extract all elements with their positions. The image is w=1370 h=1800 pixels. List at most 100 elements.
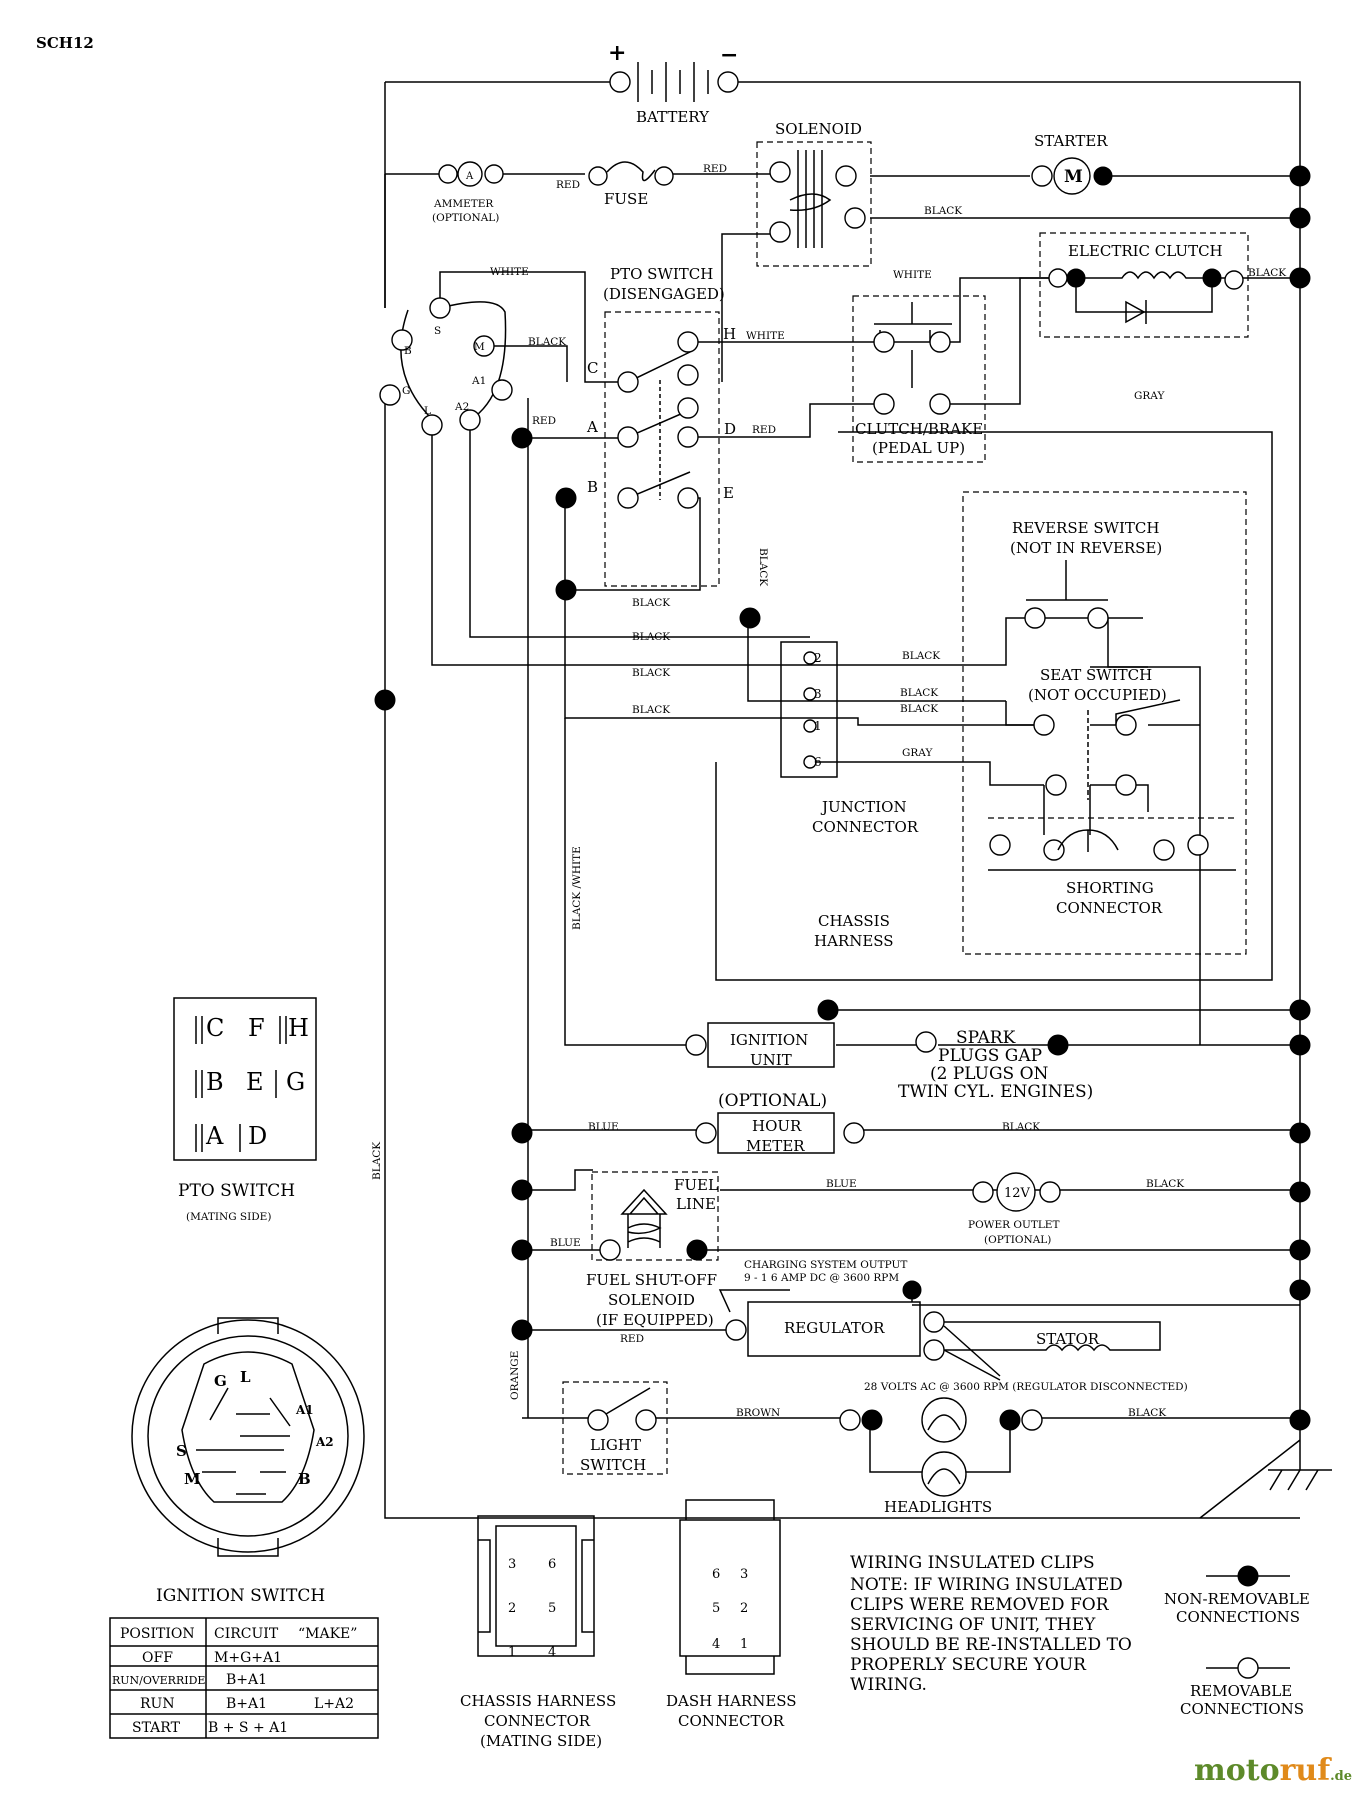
junction-pin-2: 2 [814,651,822,665]
wire-red-4: RED [752,424,776,436]
shorting-connector-label: CONNECTOR [1056,899,1163,917]
seat-switch-label: SEAT SWITCH [1040,666,1152,684]
junction-pin-6: 6 [814,755,822,769]
ignition-unit-label: IGNITION [730,1031,808,1049]
regulator-label: REGULATOR [784,1319,885,1337]
ign-face-s: S [176,1442,187,1460]
electric-clutch-label: ELECTRIC CLUTCH [1068,242,1223,260]
watermark-logo: motoruf.de [1193,1753,1352,1788]
ignition-unit-terminals [685,999,1069,1056]
wire-black-15: BLACK [371,1142,383,1180]
ground-symbol [1199,1418,1332,1519]
chassis-pin-3: 3 [508,1557,516,1572]
wire-black-9: BLACK [902,650,940,662]
wire-white-3: WHITE [746,330,785,342]
wire-black-2: BLACK [1248,267,1286,279]
dash-pin-1: 1 [740,1637,748,1652]
fuel-solenoid-label: SOLENOID [608,1291,695,1309]
table-header-position: POSITION [120,1626,195,1642]
fuse [588,161,674,186]
ignition-switch-schematic [379,297,513,436]
fuel-label: FUEL [674,1176,718,1194]
ign-face-b: B [298,1470,311,1488]
volts-ac-label: 28 VOLTS AC @ 3600 RPM (REGULATOR DISCON… [864,1381,1188,1393]
table-row-run-make: L+A2 [314,1696,354,1712]
pto-term-e: E [723,484,734,502]
ign-term-a2: A2 [454,401,469,413]
pto-pin-g: G [286,1068,305,1096]
wire-black-white: BLACK /WHITE [571,846,583,930]
regulator-terminals [718,1280,1161,1381]
note-line-1: NOTE: IF WIRING INSULATED [850,1575,1123,1595]
hour-meter-optional: (OPTIONAL) [718,1091,827,1111]
pto-pin-c: C [206,1014,224,1042]
two-plugs-label: (2 PLUGS ON [930,1064,1049,1084]
ign-face-a1: A1 [295,1403,314,1417]
battery-label: BATTERY [636,108,710,126]
ignition-switch-title: IGNITION SWITCH [156,1586,325,1606]
meter-label: METER [746,1137,805,1155]
chassis-pin-4: 4 [548,1645,556,1660]
table-header-make: “MAKE” [298,1626,357,1642]
ignition-table: POSITION CIRCUIT “MAKE” OFF M+G+A1 RUN/O… [109,1617,379,1739]
ign-term-s: S [434,325,441,337]
wire-red-1: RED [556,179,580,191]
pto-disengaged: (DISENGAGED) [603,285,725,303]
pto-term-c: C [587,359,598,377]
dash-harness-label: DASH HARNESS [666,1692,797,1710]
harness-label: HARNESS [814,932,894,950]
pedal-up-label: (PEDAL UP) [872,439,965,457]
legend-non-removable: NON-REMOVABLE [1164,1590,1310,1608]
pto-pin-d: D [248,1122,267,1150]
reverse-switch-label: REVERSE SWITCH [1012,519,1160,537]
chassis-harness-label: CHASSIS HARNESS [460,1692,616,1710]
wire-blue-2: BLUE [826,1178,857,1190]
pto-pin-b: B [206,1068,224,1096]
junction-connector-pins [803,651,817,769]
wire-black-12: BLACK [1002,1121,1040,1133]
light-label: LIGHT [590,1436,641,1454]
ign-term-m: M [474,341,485,353]
not-in-reverse-label: (NOT IN REVERSE) [1010,539,1162,557]
component-outlines [562,141,1249,1475]
chassis-pin-1: 1 [508,1645,516,1660]
ign-face-l: L [240,1368,251,1386]
charging-label: CHARGING SYSTEM OUTPUT [744,1259,907,1271]
ign-term-b: B [404,345,412,357]
junction-label: JUNCTION [820,798,907,816]
chassis-harness-connector: 3 6 2 5 1 4 CHASSIS HARNESS CONNECTOR (M… [460,1515,616,1750]
wire-gray-2: GRAY [902,747,933,759]
headlights-label: HEADLIGHTS [884,1498,992,1516]
wire-black-6: BLACK [632,631,670,643]
ign-term-a1: A1 [471,375,486,387]
pto-term-h: H [723,325,736,343]
dash-connector-label: CONNECTOR [678,1712,785,1730]
wire-black-3: BLACK [528,336,566,348]
pto-term-a: A [586,418,598,436]
chassis-connector-label: CONNECTOR [484,1712,591,1730]
twin-cyl-label: TWIN CYL. ENGINES) [898,1082,1093,1102]
note-line-2: CLIPS WERE REMOVED FOR [850,1595,1110,1615]
ammeter [438,161,504,187]
pto-term-d: D [724,420,736,438]
wire-black-7: BLACK [632,667,670,679]
table-row-off-circuit: M+G+A1 [214,1650,282,1666]
switch-label: SWITCH [580,1456,646,1474]
if-equipped-label: (IF EQUIPPED) [596,1311,714,1329]
pto-pin-e: E [246,1068,264,1096]
table-row-run-override-circuit: B+A1 [226,1672,267,1688]
stator-label: STATOR [1036,1330,1100,1348]
reverse-switch-contacts [1024,560,1109,629]
pto-mating-side: C F H B E G A D PTO SWITCH (MATING SIDE) [173,997,317,1223]
wire-black-13: BLACK [1146,1178,1184,1190]
wire-black-10: BLACK [900,687,938,699]
note-line-3: SERVICING OF UNIT, THEY [850,1615,1096,1635]
not-occupied-label: (NOT OCCUPIED) [1028,686,1167,704]
table-row-run-circuit: B+A1 [226,1696,267,1712]
plus-sign: + [608,40,626,66]
headlights [839,1397,1043,1497]
schematic-labels: SCH12 + − BATTERY SOLENOID STARTER M A A… [36,34,1286,1516]
wire-paths [384,81,1301,1519]
chassis-mating-label: (MATING SIDE) [480,1732,602,1750]
spark-label: SPARK [956,1028,1016,1048]
